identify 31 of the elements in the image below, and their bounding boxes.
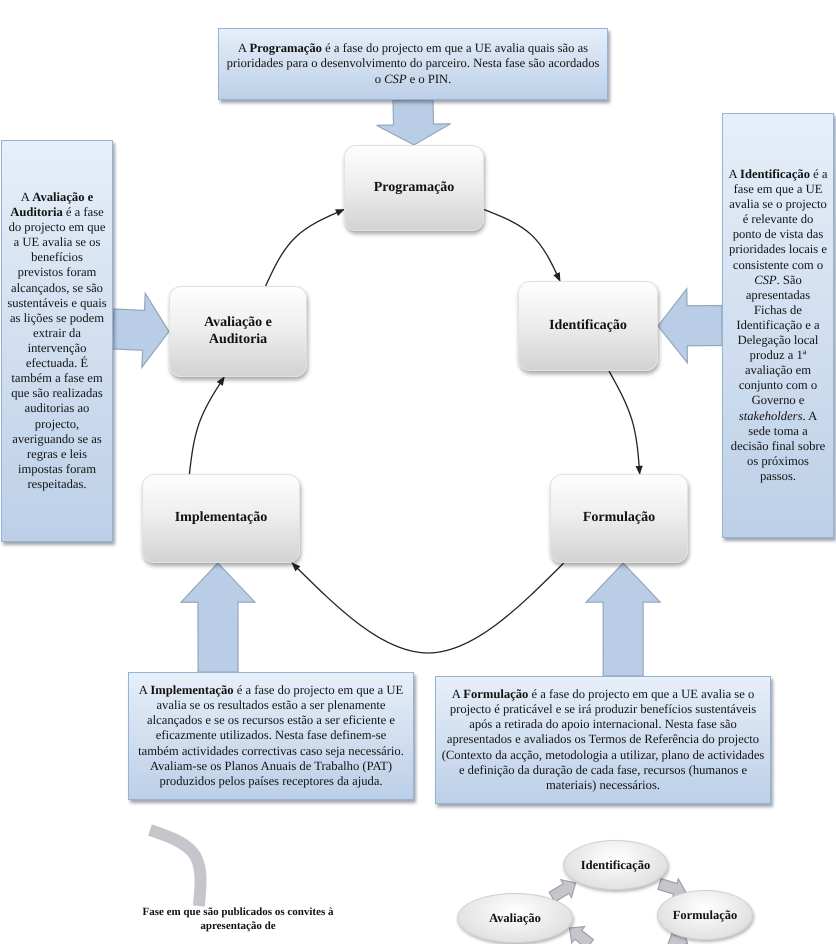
block-arrow: [584, 562, 662, 677]
curved-arrow: [291, 562, 564, 654]
callout-box: [1, 140, 113, 542]
phase-ellipse: Formulação: [657, 890, 753, 940]
phase-ellipse: Identificação: [563, 840, 668, 890]
block-arrow: [376, 98, 452, 146]
phase-box: Avaliação e Auditoria: [169, 286, 307, 377]
callout-text: A Formulação é a fase do projecto em que a UE avalia se o projecto é praticável e se irá produzir benefícios sustentáveis após a retirada do apoio internacional. Nesta fase são apresentados e avaliados os Termos de Referência do projecto (Contexto da acção, metodologia a utilizar, plano de actividades e definição da duração de cada fase, recursos (humanos e materiais) necessários.: [441, 687, 765, 793]
callout-box: [435, 676, 771, 804]
note-text: Fase em que são publicados os convites à apresentação de: [140, 906, 336, 944]
phase-ellipse: Avaliação: [457, 893, 573, 943]
block-arrow: [180, 562, 256, 673]
phase-box: Programação: [344, 145, 484, 231]
callout-text: A Avaliação e Auditoria é a fase do projecto em que a UE avalia se os benefícios previstos foram alcançados, se são sustentáveis e quais as lições se podem extrair da intervenção efectuada. É também a fase em que são realizadas auditorias ao projecto, averiguando se as regras e leis impostas foram respeitadas.: [7, 190, 107, 492]
block-arrow: [111, 291, 170, 370]
curved-arrow: [608, 370, 643, 475]
callout-box: [128, 672, 414, 800]
callout-text: A Programação é a fase do projecto em que a UE avalia quais são as prioridades para o desenvolvimento do parceiro. Nesta fase são acordados o CSP e o PIN.: [226, 41, 600, 87]
callout-box: [722, 113, 834, 538]
block-arrow: [548, 878, 576, 903]
block-arrow: [657, 287, 723, 364]
callout-text: A Implementação é a fase do projecto em que a UE avalia se os resultados estão a ser plenamente alcançados e se os recursos estão a ser eficiente e eficazmente utilizados. Nesta fase definem-se também actividades correctivas caso seja necessário. Avaliam-se os Planos Anuais de Trabalho (PAT) produzidos pelos países receptores da ajuda.: [137, 683, 405, 789]
phase-box: Implementação: [142, 474, 300, 563]
curved-arrow: [188, 376, 225, 474]
phase-box: Identificação: [518, 281, 658, 371]
callout-box: [218, 28, 608, 100]
callout-text: A Identificação é a fase em que a UE avalia se o projecto é relevante do ponto de vista das prioridades locais e consistente com o CSP. São apresentadas Fichas de Identificação e a Delegação local produz a 1ª avaliação em conjunto com o Governo e stakeholders. A sede toma a decisão final sobre os próximos passos.: [728, 166, 828, 484]
block-arrow: [568, 926, 594, 944]
phase-box: Formulação: [550, 474, 688, 563]
curved-arrow: [265, 208, 345, 286]
curved-arrow: [484, 208, 561, 282]
